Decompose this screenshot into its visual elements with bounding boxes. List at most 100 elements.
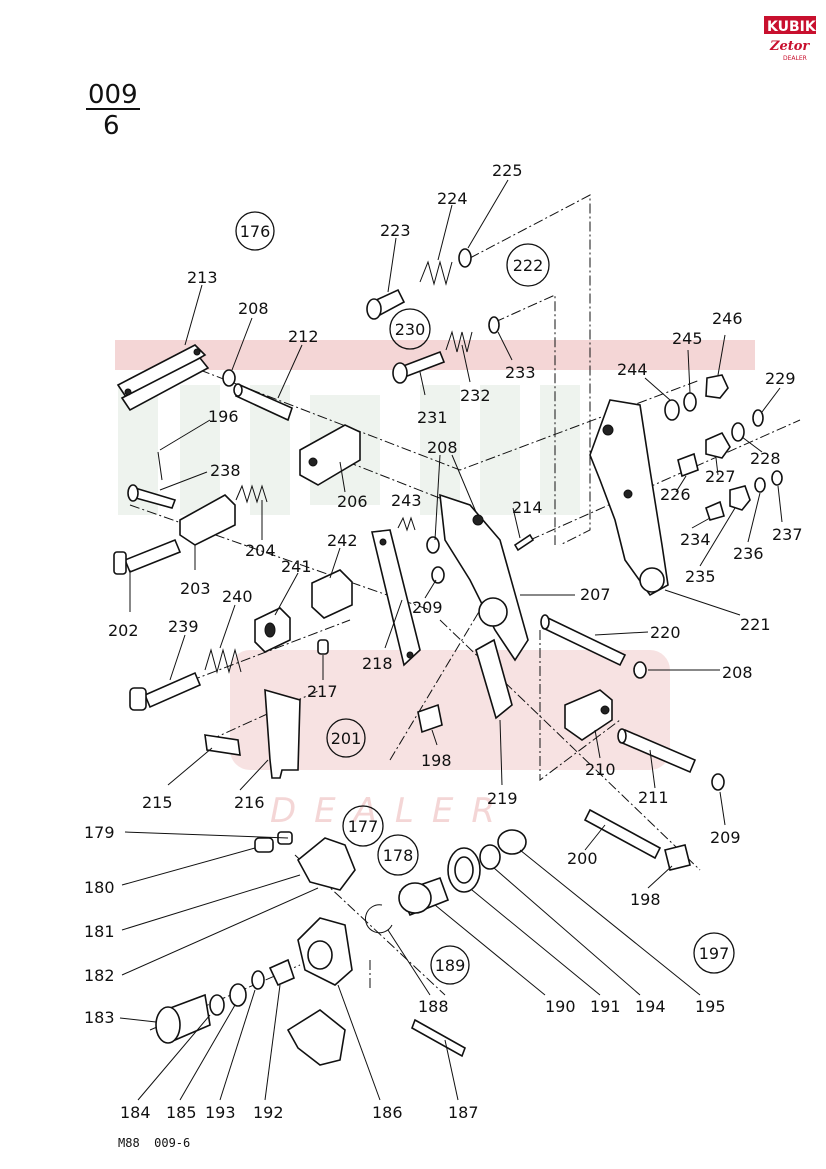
- label-182: 182: [84, 966, 115, 985]
- label-208: 208: [238, 299, 269, 318]
- label-208b: 208: [427, 438, 458, 457]
- part-210-clevis: [564, 689, 613, 741]
- leader-lines: [119, 179, 783, 1101]
- label-212: 212: [288, 327, 319, 346]
- parts: [113, 248, 783, 1066]
- label-209: 209: [412, 598, 443, 617]
- drawing-code: M88 009-6: [118, 1136, 190, 1150]
- part-218-plate: [371, 529, 421, 667]
- part-242-block: [311, 569, 353, 619]
- part-177-housing: [296, 837, 356, 891]
- label-228: 228: [750, 449, 781, 468]
- assembly-axes: [129, 194, 801, 1031]
- part-215-block: [204, 734, 241, 756]
- label-225: 225: [492, 161, 523, 180]
- logo-tag: DEALER: [783, 55, 807, 62]
- label-181: 181: [84, 922, 115, 941]
- group-178: 178: [383, 846, 414, 865]
- label-193: 193: [205, 1103, 236, 1122]
- part-203-block: [179, 494, 236, 546]
- label-238: 238: [210, 461, 241, 480]
- label-192: 192: [253, 1103, 284, 1122]
- part-200-pin: [583, 808, 662, 860]
- part-216-plate: [264, 688, 301, 779]
- label-240: 240: [222, 587, 253, 606]
- sheet-denominator: 6: [103, 111, 120, 141]
- label-198b: 198: [630, 890, 661, 909]
- label-231: 231: [417, 408, 448, 427]
- watermark-sub: DEALER: [270, 791, 513, 831]
- label-213: 213: [187, 268, 218, 287]
- label-232: 232: [460, 386, 491, 405]
- label-194: 194: [635, 997, 666, 1016]
- label-206: 206: [337, 492, 368, 511]
- label-235: 235: [685, 567, 716, 586]
- part-202-bolt: [123, 538, 182, 574]
- label-179: 179: [84, 823, 115, 842]
- label-203: 203: [180, 579, 211, 598]
- label-217: 217: [307, 682, 338, 701]
- label-198: 198: [421, 751, 452, 770]
- label-188: 188: [418, 997, 449, 1016]
- label-186: 186: [372, 1103, 403, 1122]
- group-222: 222: [513, 256, 544, 275]
- label-227: 227: [705, 467, 736, 486]
- label-216: 216: [234, 793, 265, 812]
- label-187: 187: [448, 1103, 479, 1122]
- label-224: 224: [437, 189, 468, 208]
- group-176: 176: [240, 222, 271, 241]
- label-244: 244: [617, 360, 648, 379]
- part-207-lever: [439, 493, 529, 662]
- label-202: 202: [108, 621, 139, 640]
- label-233: 233: [505, 363, 536, 382]
- label-243: 243: [391, 491, 422, 510]
- sheet-number: 009 6: [86, 80, 140, 141]
- sheet-numerator: 009: [88, 80, 138, 110]
- label-210: 210: [585, 760, 616, 779]
- label-219: 219: [487, 789, 518, 808]
- part-206-clevis: [299, 424, 361, 486]
- label-218: 218: [362, 654, 393, 673]
- label-245: 245: [672, 329, 703, 348]
- group-189: 189: [435, 956, 466, 975]
- label-242: 242: [327, 531, 358, 550]
- label-180: 180: [84, 878, 115, 897]
- label-208c: 208: [722, 663, 753, 682]
- group-201: 201: [331, 729, 362, 748]
- part-labels: 225 224 223 213 208 212 233 232 231 196 …: [84, 161, 803, 1122]
- label-190: 190: [545, 997, 576, 1016]
- group-230: 230: [395, 320, 426, 339]
- label-229: 229: [765, 369, 796, 388]
- label-220: 220: [650, 623, 681, 642]
- part-187-pin: [411, 1018, 466, 1058]
- part-239-bolt: [143, 671, 202, 709]
- label-239: 239: [168, 617, 199, 636]
- label-241: 241: [281, 557, 312, 576]
- brand-logo: KUBIK Zetor DEALER: [764, 16, 817, 62]
- label-204: 204: [245, 541, 276, 560]
- part-246-nut: [705, 374, 729, 399]
- label-183: 183: [84, 1008, 115, 1027]
- label-237: 237: [772, 525, 803, 544]
- label-207: 207: [580, 585, 611, 604]
- label-196: 196: [208, 407, 239, 426]
- group-177: 177: [348, 817, 379, 836]
- label-246: 246: [712, 309, 743, 328]
- label-215: 215: [142, 793, 173, 812]
- label-184: 184: [120, 1103, 151, 1122]
- label-223: 223: [380, 221, 411, 240]
- part-213-plates: [116, 344, 207, 402]
- label-236: 236: [733, 544, 764, 563]
- label-191: 191: [590, 997, 621, 1016]
- label-209b: 209: [710, 828, 741, 847]
- group-circles: 176 222 230 201 177 178 189 197: [235, 211, 735, 985]
- logo-brand: KUBIK: [767, 19, 817, 35]
- label-211: 211: [638, 788, 669, 807]
- label-221: 221: [740, 615, 771, 634]
- label-185: 185: [166, 1103, 197, 1122]
- label-200: 200: [567, 849, 598, 868]
- group-197: 197: [699, 944, 730, 963]
- label-195: 195: [695, 997, 726, 1016]
- label-214: 214: [512, 498, 543, 517]
